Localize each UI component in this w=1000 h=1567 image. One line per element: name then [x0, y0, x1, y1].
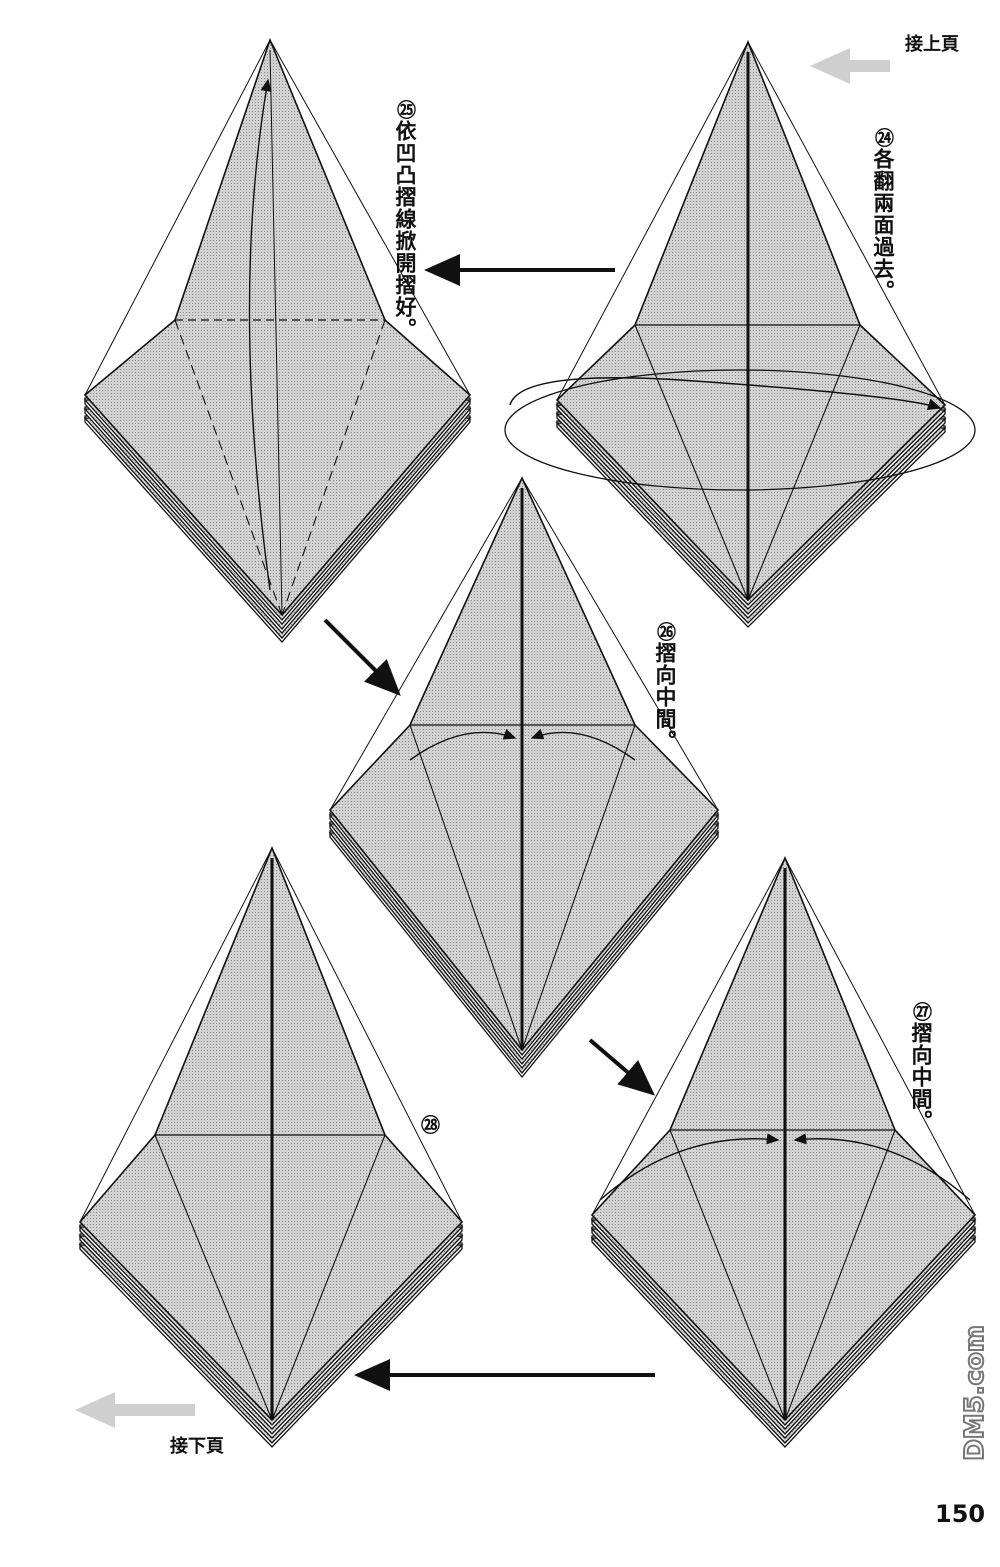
crease	[84, 39, 271, 396]
crease	[79, 847, 273, 1223]
step-25-label: ㉕依凹凸摺線掀開摺好。	[393, 100, 417, 340]
fold-line	[154, 1134, 273, 1421]
unfold-arrow	[248, 78, 272, 591]
crease	[271, 847, 463, 1223]
next-page-link[interactable]: 接下頁	[170, 1436, 224, 1457]
step-28-model	[78, 845, 464, 1448]
step-24-label: ㉔各翻兩面過去。	[871, 128, 895, 302]
step-26-model	[328, 476, 720, 1079]
fold-arrow	[793, 1133, 971, 1201]
center-crease	[269, 49, 283, 616]
step-28-label: ㉘	[418, 1115, 440, 1135]
fold-line	[669, 1129, 786, 1421]
paper-outline	[328, 476, 720, 1052]
next-page-arrow-icon	[75, 1392, 195, 1428]
fold-line	[634, 324, 749, 601]
step-25-model	[83, 37, 472, 643]
turn-over-ellipse	[504, 369, 976, 491]
paper-outline	[555, 39, 947, 602]
fold-line	[271, 1134, 386, 1421]
fold-arrow	[409, 728, 517, 761]
step-27-label: ㉗摺向中間。	[909, 1002, 933, 1132]
fold-line	[409, 724, 523, 1051]
step-arrow	[588, 1038, 656, 1096]
step-24-model	[555, 39, 947, 628]
step-27-model	[590, 855, 977, 1448]
crease	[747, 41, 946, 406]
fold-line	[747, 324, 861, 601]
fold-arrow	[530, 728, 636, 761]
prev-page-link[interactable]: 接上頁	[905, 34, 959, 55]
crease	[329, 477, 523, 811]
step-arrow	[323, 618, 401, 696]
crease	[784, 857, 976, 1216]
crease	[591, 857, 786, 1216]
watermark-logo: DM5.com	[959, 1324, 991, 1462]
page-number: 150	[935, 1500, 986, 1528]
fold-arrow	[599, 1133, 780, 1201]
crease	[269, 39, 471, 396]
fold-line	[521, 724, 636, 1051]
crease	[556, 41, 749, 401]
fold-line	[174, 319, 283, 616]
turn-over-arrow	[509, 377, 942, 411]
fold-line	[784, 1129, 896, 1421]
step-26-label: ㉖摺向中間。	[653, 622, 677, 752]
crease	[521, 477, 719, 811]
fold-line	[281, 319, 386, 616]
prev-page-arrow-icon	[810, 48, 890, 84]
